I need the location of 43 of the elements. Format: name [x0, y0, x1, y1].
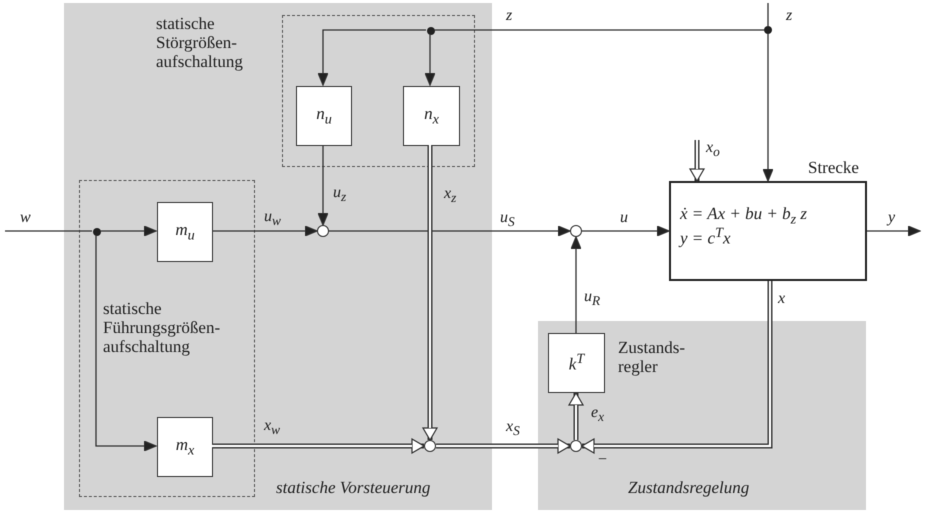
- dashed-group-box: [79, 180, 255, 497]
- region-label: statische Vorsteuerung: [276, 478, 430, 498]
- edge-label: u$_{S}$: [500, 210, 515, 229]
- block-box: [403, 86, 460, 146]
- block-box: [296, 86, 352, 146]
- shaded-region: [64, 3, 492, 510]
- summing-junction: [570, 225, 582, 237]
- edge-label: x$_{o}$: [706, 140, 720, 159]
- edge-label: x$_{w}$: [264, 418, 280, 437]
- edge-label: y: [888, 210, 896, 226]
- region-label: Zustandsregelung: [628, 478, 750, 498]
- edge-label: u$_{z}$: [333, 185, 346, 204]
- block-caption: Zustands-regler: [618, 338, 686, 376]
- summing-junction: [570, 440, 582, 452]
- block-box: [157, 417, 213, 477]
- edge-label: x$_{z}$: [444, 186, 456, 205]
- summing-junction: [424, 440, 436, 452]
- edge-label: x: [778, 291, 786, 307]
- state-equation: y = c$^{T}$x: [680, 226, 730, 248]
- block-symbol: k$^{T}$: [568, 352, 584, 374]
- edge-label: z: [786, 8, 792, 24]
- branch-point: [764, 26, 772, 34]
- edge-label: z: [506, 8, 512, 24]
- plant-heading: Strecke: [808, 158, 859, 178]
- branch-point: [93, 228, 101, 236]
- edge-label: e$_{x}$: [591, 405, 604, 424]
- group-heading: statische Führungsgrößen-aufschaltung: [103, 299, 222, 356]
- shaded-region: [538, 321, 866, 510]
- block-symbol: m$_{x}$: [176, 434, 194, 460]
- block-symbol: n$_{x}$: [424, 104, 439, 128]
- edge-label: u$_{R}$: [584, 289, 600, 308]
- block-symbol: m$_{u}$: [175, 220, 195, 244]
- block-symbol: n$_{u}$: [316, 104, 332, 128]
- minus-sign: −: [598, 452, 608, 468]
- branch-point: [427, 27, 435, 35]
- edge-label: x$_{S}$: [506, 419, 520, 438]
- edge-label: u$_{w}$: [264, 209, 281, 228]
- summing-junction: [317, 225, 329, 237]
- block-box: [157, 202, 213, 262]
- group-heading: statische Störgrößen-aufschaltung: [156, 14, 244, 72]
- edge-label: u: [620, 210, 628, 226]
- state-equation: ẋ = Ax + bu + b$_{z}$ z: [680, 204, 807, 228]
- edge-label: w: [20, 210, 31, 226]
